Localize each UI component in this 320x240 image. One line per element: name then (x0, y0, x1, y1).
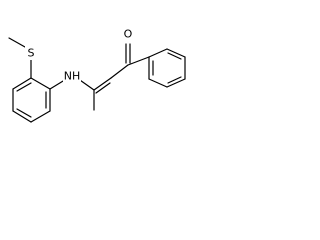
bond-double-inner (167, 52, 182, 60)
structure-diagram: O S NH (8, 27, 186, 123)
bond (12, 110, 32, 123)
bond (166, 78, 186, 88)
alkene-double-bond (95, 82, 111, 94)
bond (127, 56, 150, 66)
enaminone-chain (76, 43, 150, 111)
atom-label-oxygen-group: O (122, 27, 134, 41)
atom-label-oxygen: O (124, 28, 133, 41)
bond (110, 64, 129, 79)
bond (148, 78, 168, 88)
bond (166, 48, 186, 58)
methyl-bond (8, 37, 26, 48)
bond (148, 48, 168, 58)
atom-label-nh-group: NH (63, 69, 81, 83)
bond-double-inner (16, 82, 32, 92)
thioanisole-ring (8, 37, 69, 123)
atom-label-nh: NH (64, 70, 81, 83)
bond-double-inner (167, 76, 182, 84)
atom-label-sulfur: S (28, 47, 35, 60)
bond (30, 77, 51, 90)
bond (30, 110, 51, 123)
atom-label-sulfur-group: S (25, 46, 37, 60)
alkene-double-bond (93, 77, 112, 91)
bond (12, 77, 32, 90)
bond-double-inner (16, 108, 32, 118)
phenyl-ring-ketone (148, 48, 186, 88)
